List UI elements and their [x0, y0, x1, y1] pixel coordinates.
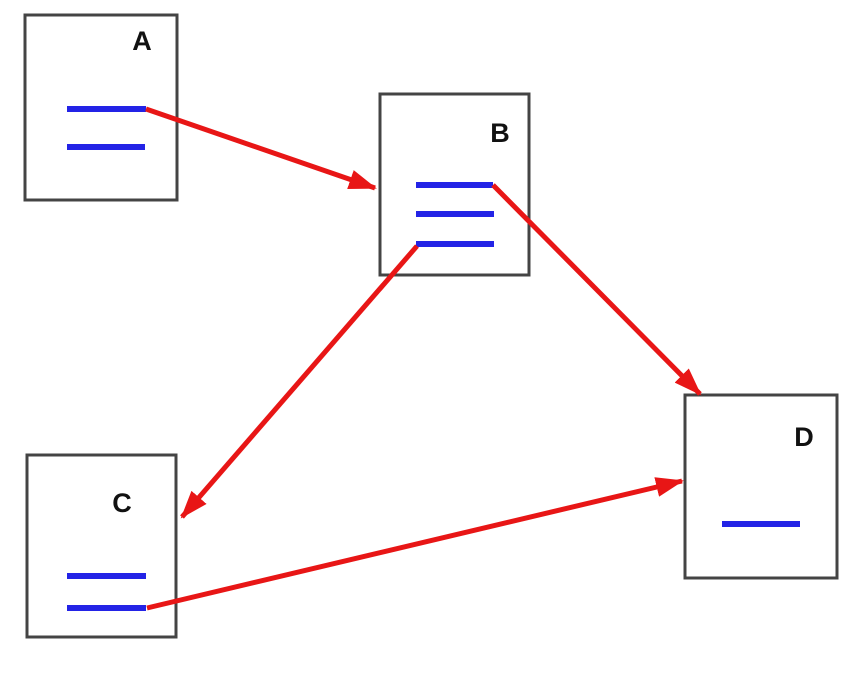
- node-d: D: [683, 393, 839, 580]
- link-arrow-b-to-c: [180, 244, 419, 519]
- node-a: A: [23, 13, 179, 202]
- edges-layer: [145, 106, 702, 611]
- link-arrow-a-to-b: [145, 106, 377, 191]
- link-arrow-c-to-d: [146, 477, 684, 611]
- nodes-layer: A B C D: [23, 13, 839, 639]
- node-label-a: A: [132, 26, 152, 56]
- node-box: [683, 393, 839, 580]
- node-label-c: C: [112, 488, 132, 518]
- node-label-b: B: [490, 118, 510, 148]
- node-b: B: [378, 92, 531, 277]
- link-arrow-b-to-d: [491, 183, 702, 396]
- node-label-d: D: [794, 422, 814, 452]
- node-c: C: [25, 453, 178, 639]
